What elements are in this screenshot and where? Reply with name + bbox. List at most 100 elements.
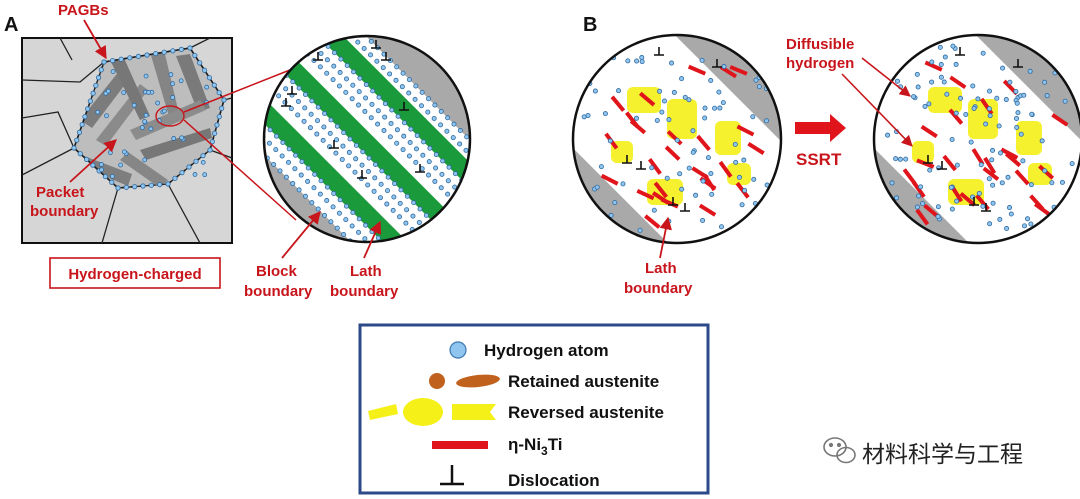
- hydrogen-atom-icon: [212, 130, 218, 136]
- hydrogen-atom-icon: [370, 88, 376, 94]
- hydrogen-atom-icon: [450, 135, 456, 141]
- hydrogen-atom-icon: [382, 114, 388, 120]
- hydrogen-atom-icon: [705, 155, 711, 161]
- hydrogen-atom-icon: [422, 239, 428, 242]
- hydrogen-atom-icon: [298, 172, 304, 178]
- hydrogen-atom-icon: [958, 95, 964, 101]
- hydrogen-atom-icon: [387, 134, 393, 140]
- hydrogen-atom-icon: [445, 115, 451, 121]
- hydrogen-atom-icon: [1042, 168, 1048, 174]
- hydrogen-atom-icon: [987, 221, 993, 227]
- zoom-source-ring: [155, 105, 185, 127]
- hydrogen-atom-icon: [324, 57, 330, 63]
- dislocation-icon: [371, 40, 381, 49]
- hydrogen-atom-icon: [324, 70, 330, 76]
- hydrogen-atom-icon: [399, 84, 405, 90]
- label-packet-line1: Packet: [36, 184, 84, 201]
- hydrogen-atom-icon: [764, 118, 770, 124]
- eta-ni3ti-precipitate: [1033, 202, 1051, 217]
- hydrogen-atom-icon: [600, 55, 606, 61]
- hydrogen-atom-icon: [937, 44, 943, 50]
- hydrogen-atom-icon: [333, 150, 339, 156]
- eta-ni3ti-precipitate: [948, 108, 964, 125]
- hydrogen-atom-icon: [170, 95, 176, 100]
- hydrogen-atom-icon: [464, 197, 470, 203]
- hydrogen-atom-icon: [338, 56, 344, 62]
- label-packet-line2: boundary: [30, 203, 99, 220]
- hydrogen-atom-icon: [115, 185, 121, 191]
- hydrogen-atom-icon: [633, 115, 639, 121]
- eta-ni3ti-precipitate: [600, 173, 619, 186]
- hydrogen-atom-icon: [699, 57, 705, 63]
- hydrogen-atom-icon: [353, 156, 359, 162]
- hydrogen-atom-icon: [413, 146, 419, 152]
- hydrogen-atom-icon: [201, 67, 208, 73]
- hydrogen-atom-icon: [440, 158, 446, 164]
- hydrogen-atom-icon: [1049, 180, 1055, 186]
- ssrt-arrow-icon: [795, 114, 846, 142]
- hydrogen-atom-icon: [108, 150, 113, 155]
- hydrogen-atom-icon: [585, 112, 591, 118]
- hydrogen-atom-icon: [412, 96, 418, 102]
- dislocation-icon: [415, 164, 425, 173]
- hydrogen-atom-icon: [132, 184, 138, 190]
- hydrogen-atom-icon: [458, 190, 464, 196]
- hydrogen-atom-icon: [920, 201, 926, 207]
- hydrogen-atom-icon: [277, 168, 283, 174]
- hydrogen-atom-icon: [385, 188, 391, 194]
- hydrogen-atom-icon: [426, 159, 432, 165]
- hydrogen-atom-icon: [165, 181, 171, 187]
- hydrogen-atom-icon: [751, 176, 757, 182]
- hydrogen-atom-icon: [283, 174, 289, 180]
- hydrogen-atom-icon: [365, 169, 371, 175]
- hydrogen-atom-icon: [236, 96, 240, 100]
- dislocation-icon: [668, 197, 678, 206]
- zoom-line-bottom: [183, 119, 297, 221]
- hydrogen-atom-icon: [929, 79, 935, 85]
- hydrogen-atom-icon: [445, 191, 451, 197]
- hydrogen-atom-icon: [376, 94, 382, 100]
- hydrogen-atom-icon: [368, 52, 374, 58]
- panel-a-letter: A: [4, 14, 18, 36]
- hydrogen-atom-icon: [290, 181, 296, 187]
- hydrogen-atom-icon: [290, 79, 296, 85]
- label-ssrt: SSRT: [796, 150, 842, 169]
- hydrogen-atom-icon: [286, 159, 292, 165]
- hydrogen-atom-icon: [997, 216, 1003, 222]
- hydrogen-atom-icon: [288, 106, 294, 112]
- hydrogen-atom-icon: [607, 138, 613, 144]
- hydrogen-atom-icon: [903, 156, 909, 162]
- hydrogen-atom-icon: [753, 77, 759, 83]
- hydrogen-atom-icon: [255, 128, 259, 132]
- hydrogen-atom-icon: [1004, 226, 1010, 232]
- hydrogen-atom-icon: [337, 7, 341, 11]
- hydrogen-atom-icon: [472, 191, 476, 195]
- legend-reversed-text: Reversed austenite: [508, 403, 664, 422]
- hydrogen-atom-icon: [74, 137, 80, 143]
- hydrogen-atom-icon: [948, 184, 954, 190]
- hydrogen-atom-icon: [402, 261, 406, 265]
- hydrogen-atom-icon: [594, 184, 600, 190]
- hydrogen-atom-icon: [477, 148, 481, 152]
- charged-box: [49, 257, 221, 289]
- hydrogen-atom-icon: [367, 258, 371, 262]
- eta-ni3ti-precipitate: [942, 154, 957, 172]
- legend-retained-ellipse-icon: [456, 374, 500, 388]
- hydrogen-atom-icon: [477, 161, 481, 165]
- eta-ni3ti-precipitate: [971, 148, 985, 166]
- hydrogen-atom-icon: [908, 46, 914, 52]
- arrow-lath: [363, 220, 382, 259]
- hydrogen-atom-icon: [377, 195, 383, 201]
- hydrogen-atom-icon: [249, 109, 253, 113]
- hydrogen-atom-icon: [1000, 65, 1006, 71]
- eta-ni3ti-precipitate: [959, 191, 976, 207]
- hydrogen-atom-icon: [328, 117, 334, 123]
- dislocation-icon: [329, 140, 339, 149]
- hydrogen-atom-icon: [1069, 161, 1075, 167]
- legend-ni3ti-icon: [432, 441, 488, 449]
- hydrogen-atom-icon: [343, 203, 349, 209]
- hydrogen-atom-icon: [363, 95, 369, 101]
- dislocation-icon: [712, 59, 722, 68]
- wechat-icon: [823, 437, 856, 464]
- hydrogen-atom-icon: [763, 214, 769, 220]
